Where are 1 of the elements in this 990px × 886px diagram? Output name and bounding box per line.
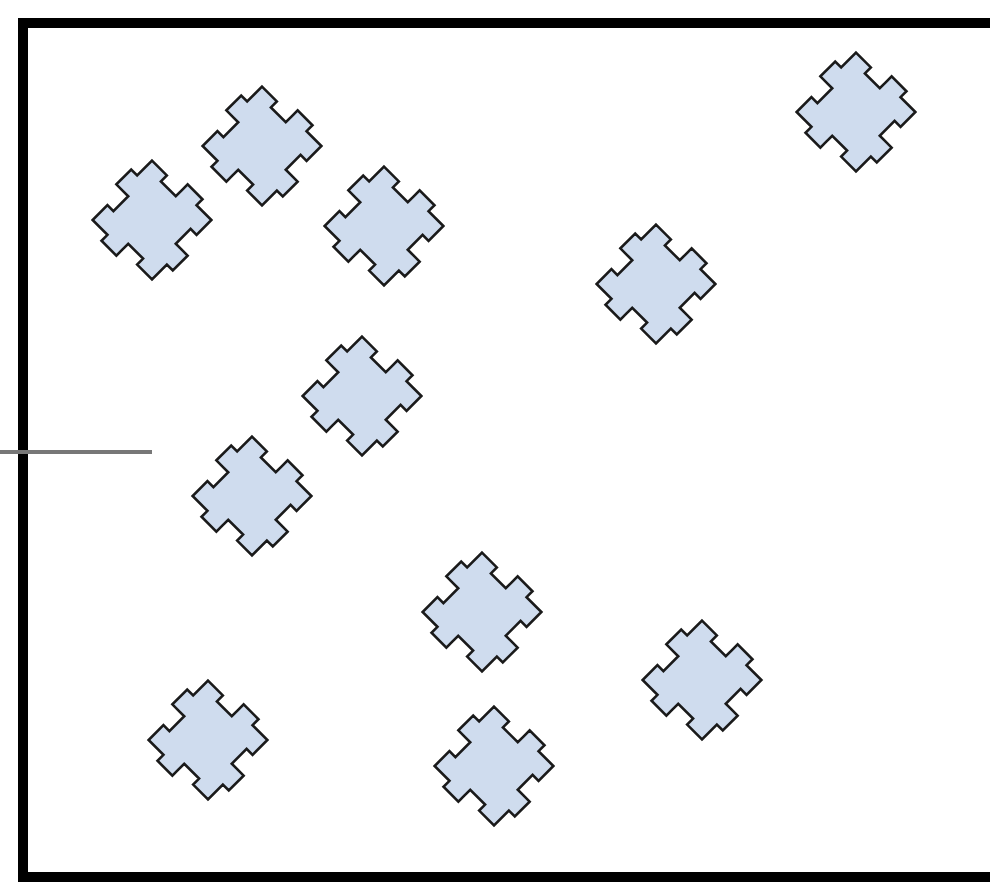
- frame-box: [18, 18, 990, 882]
